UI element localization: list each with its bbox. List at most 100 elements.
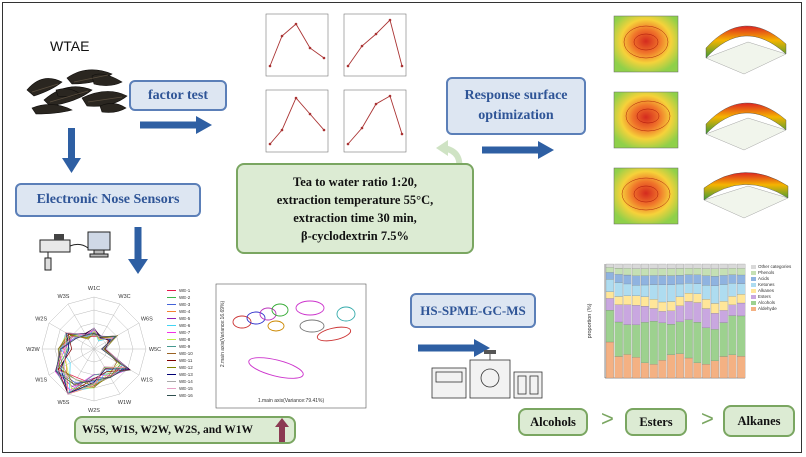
bar-segment [640,305,649,323]
legend-label: WE-8 [179,337,191,342]
bar-segment [693,302,702,323]
bar-segment [614,282,623,297]
bar-segment [623,263,632,269]
response-surface-box: Response surface optimization [446,77,586,135]
bar-segment [614,296,623,305]
bar-segment [702,263,711,269]
bar-segment [667,301,676,311]
bar-segment [649,320,658,365]
bar-segment [710,360,719,379]
bar-segment [667,354,676,379]
condition-time: extraction time 30 min, [293,210,417,225]
bar-segment [649,299,658,309]
radar-legend-item: WE-5 [167,315,207,322]
radar-axis-line [48,322,95,350]
surface-plot-1 [705,25,787,75]
pca-xlabel: 1.main axis(Variance:79.41%) [258,398,325,404]
bar-segment [675,305,684,322]
radar-legend-item: WE-14 [167,378,207,385]
bar-segment [684,357,693,379]
radar-legend-item: WE-6 [167,322,207,329]
sample-label: WTAE [50,38,90,54]
radar-axis-label: W1S [141,378,153,384]
bar-segment [719,356,728,379]
bar-segment [632,275,641,286]
rank-separator-1: > [601,406,614,431]
arrow-to-response-plots [482,141,554,159]
bar-segment [623,304,632,325]
bar-segment [702,268,711,276]
bar-segment [632,305,641,326]
radar-axis-label: W5C [149,347,161,353]
bar-segment [728,315,737,356]
bar-segment [614,268,623,275]
enose-device-icon [39,231,111,271]
radar-legend-item: WE-8 [167,336,207,343]
rank-box-esters: Esters [625,408,687,436]
bar-segment [693,362,702,379]
bar-segment [667,284,676,302]
radar-axis-label: W1W [118,400,132,406]
contour-plot-3 [613,167,679,225]
legend-swatch [167,331,176,334]
bar-segment [737,355,746,379]
radar-series-line [54,330,131,391]
surface-plot-3 [703,172,789,219]
bar-segment [693,321,702,363]
bar-segment [675,353,684,379]
rank-box-alcohols: Alcohols [518,408,588,436]
bar-segment [658,311,667,323]
bar-segment [719,263,728,269]
bar-segment [605,263,614,268]
contour-plot-2 [613,91,679,149]
bar-segment [710,263,719,270]
rank-box-alkanes: Alkanes [723,405,795,437]
bar-segment [614,274,623,283]
response-surface-plots [613,15,789,225]
radar-legend-item: WE-9 [167,343,207,350]
bar-segment [719,322,728,357]
radar-axis-line [93,303,121,350]
bar-segment [640,284,649,297]
bar-segment [737,268,746,276]
bar-segment [684,283,693,294]
legend-swatch [167,303,176,306]
bar-segment [710,313,719,330]
radar-series-line [60,327,130,395]
bar-segment [640,322,649,363]
bar-segment [719,275,728,285]
pca-ylabel: 2.main axis(Variance:16.69%) [220,301,226,368]
bar-segment [658,360,667,379]
bar-segment [719,284,728,302]
tea-leaves-image [26,69,128,115]
bar-segment [623,268,632,276]
radar-series-line [55,332,128,385]
bar-segment [702,285,711,300]
radar-legend-item: WE-15 [167,385,207,392]
radar-axis-label: W6S [141,317,153,323]
diagram-frame [2,2,802,453]
bar-segment [658,301,667,312]
bar-legend-label: Phenols [758,270,775,275]
radar-series-line [55,328,132,394]
stacked-bar-chart: proportion (%)Other categoriesPhenolsAci… [587,263,792,379]
bar-segment [737,294,746,304]
bar-segment [605,272,614,280]
rank-esters-label: Esters [639,414,673,429]
legend-label: WE-13 [179,372,193,377]
legend-swatch [167,394,176,397]
bar-segment [632,263,641,269]
bar-segment [658,275,667,286]
legend-swatch [167,310,176,313]
legend-label: WE-1 [179,288,191,293]
bar-segment [605,341,614,379]
bar-segment [667,268,676,276]
radar-axis-label: W1C [88,286,100,292]
arrow-to-factor-charts [140,116,212,134]
radar-axis-label: W3C [118,294,130,300]
bar-legend-swatch [751,265,756,269]
gcms-instrument-icon [431,350,543,399]
